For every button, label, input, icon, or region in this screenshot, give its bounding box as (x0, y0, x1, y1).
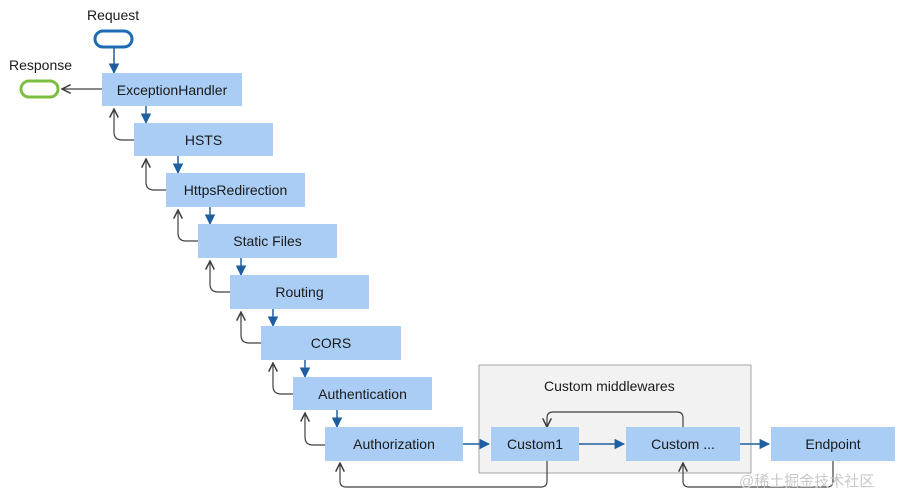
return-line-endpoint (683, 460, 834, 488)
box-custom1: Custom1 (491, 427, 579, 461)
request-pill (93, 29, 134, 49)
request-label: Request (87, 7, 140, 23)
return-line-3 (178, 210, 198, 242)
custom-middlewares-title: Custom middlewares (544, 378, 675, 394)
return-line-2 (146, 159, 166, 191)
return-line-custom1 (340, 460, 548, 488)
return-line-6 (273, 363, 293, 395)
return-line-5 (241, 312, 261, 344)
response-pill (19, 79, 60, 99)
watermark-text: @稀土掘金技术社区 (739, 473, 875, 490)
return-line-4 (210, 261, 230, 293)
box-authentication: Authentication (293, 377, 432, 410)
box-cors: CORS (261, 326, 401, 360)
return-line-7 (305, 413, 325, 446)
response-label: Response (9, 57, 73, 73)
box-authorization: Authorization (325, 427, 463, 461)
box-routing: Routing (230, 275, 369, 309)
box-custom-more: Custom ... (626, 427, 740, 461)
box-hsts: HSTS (134, 123, 273, 156)
box-endpoint: Endpoint (771, 427, 895, 461)
custom-loop-line (547, 411, 684, 428)
box-https-redirection: HttpsRedirection (166, 173, 305, 207)
return-line-1 (114, 109, 134, 141)
box-exception-handler: ExceptionHandler (102, 73, 242, 106)
box-static-files: Static Files (198, 224, 337, 258)
